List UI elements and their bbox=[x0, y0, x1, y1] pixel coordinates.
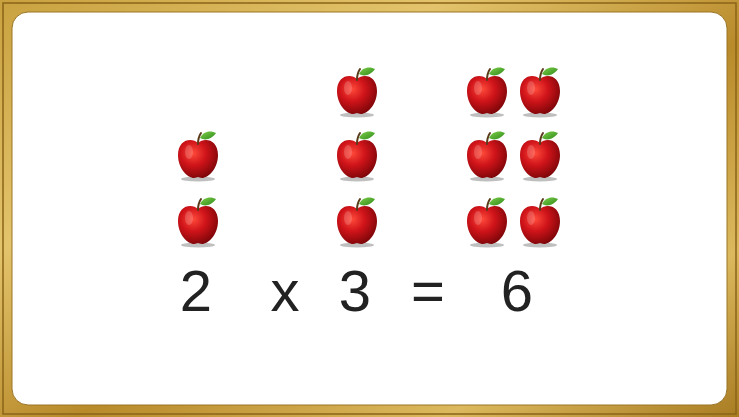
apple bbox=[520, 197, 560, 247]
apple bbox=[337, 67, 377, 117]
factor-number: 2 bbox=[180, 262, 212, 320]
apple bbox=[467, 67, 507, 117]
white-board bbox=[12, 12, 727, 405]
times-sign: x bbox=[271, 262, 300, 320]
equals-sign: = bbox=[411, 262, 445, 320]
apple bbox=[178, 131, 218, 181]
apple bbox=[520, 67, 560, 117]
apple bbox=[337, 197, 377, 247]
apple bbox=[467, 131, 507, 181]
factor-number: 3 bbox=[339, 262, 371, 320]
apple bbox=[520, 131, 560, 181]
apple bbox=[467, 197, 507, 247]
apple bbox=[178, 197, 218, 247]
apple bbox=[337, 131, 377, 181]
product-number: 6 bbox=[501, 262, 533, 320]
frame-edge bbox=[3, 3, 736, 414]
